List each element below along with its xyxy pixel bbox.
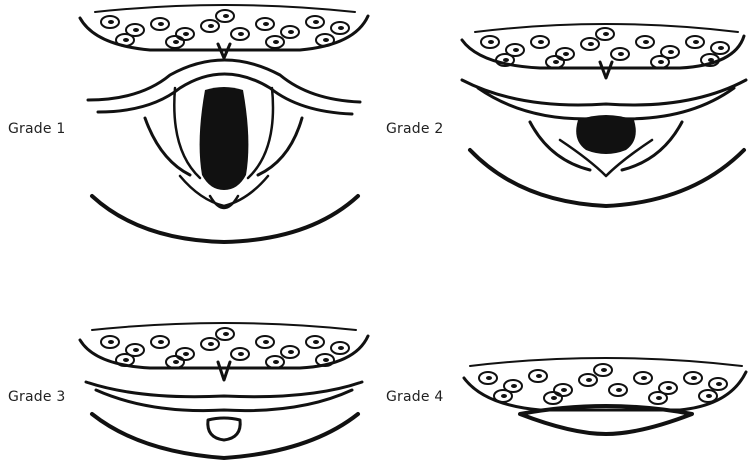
grade-1-glottis [200,87,249,190]
grade-3-epiglottis [86,382,362,411]
grade-3-diagram [80,323,368,458]
grade-4-diagram [464,358,746,434]
grade-3-tissue-band [80,323,368,380]
grade-1-tissue-band [80,5,368,58]
grade-1-diagram [80,5,368,242]
grade-2-glottis [576,115,636,154]
grade-2-tissue-band [462,24,744,78]
grade-2-diagram [462,24,746,206]
grade-2-epiglottis [462,80,746,119]
grade-4-tissue-band [464,358,746,410]
